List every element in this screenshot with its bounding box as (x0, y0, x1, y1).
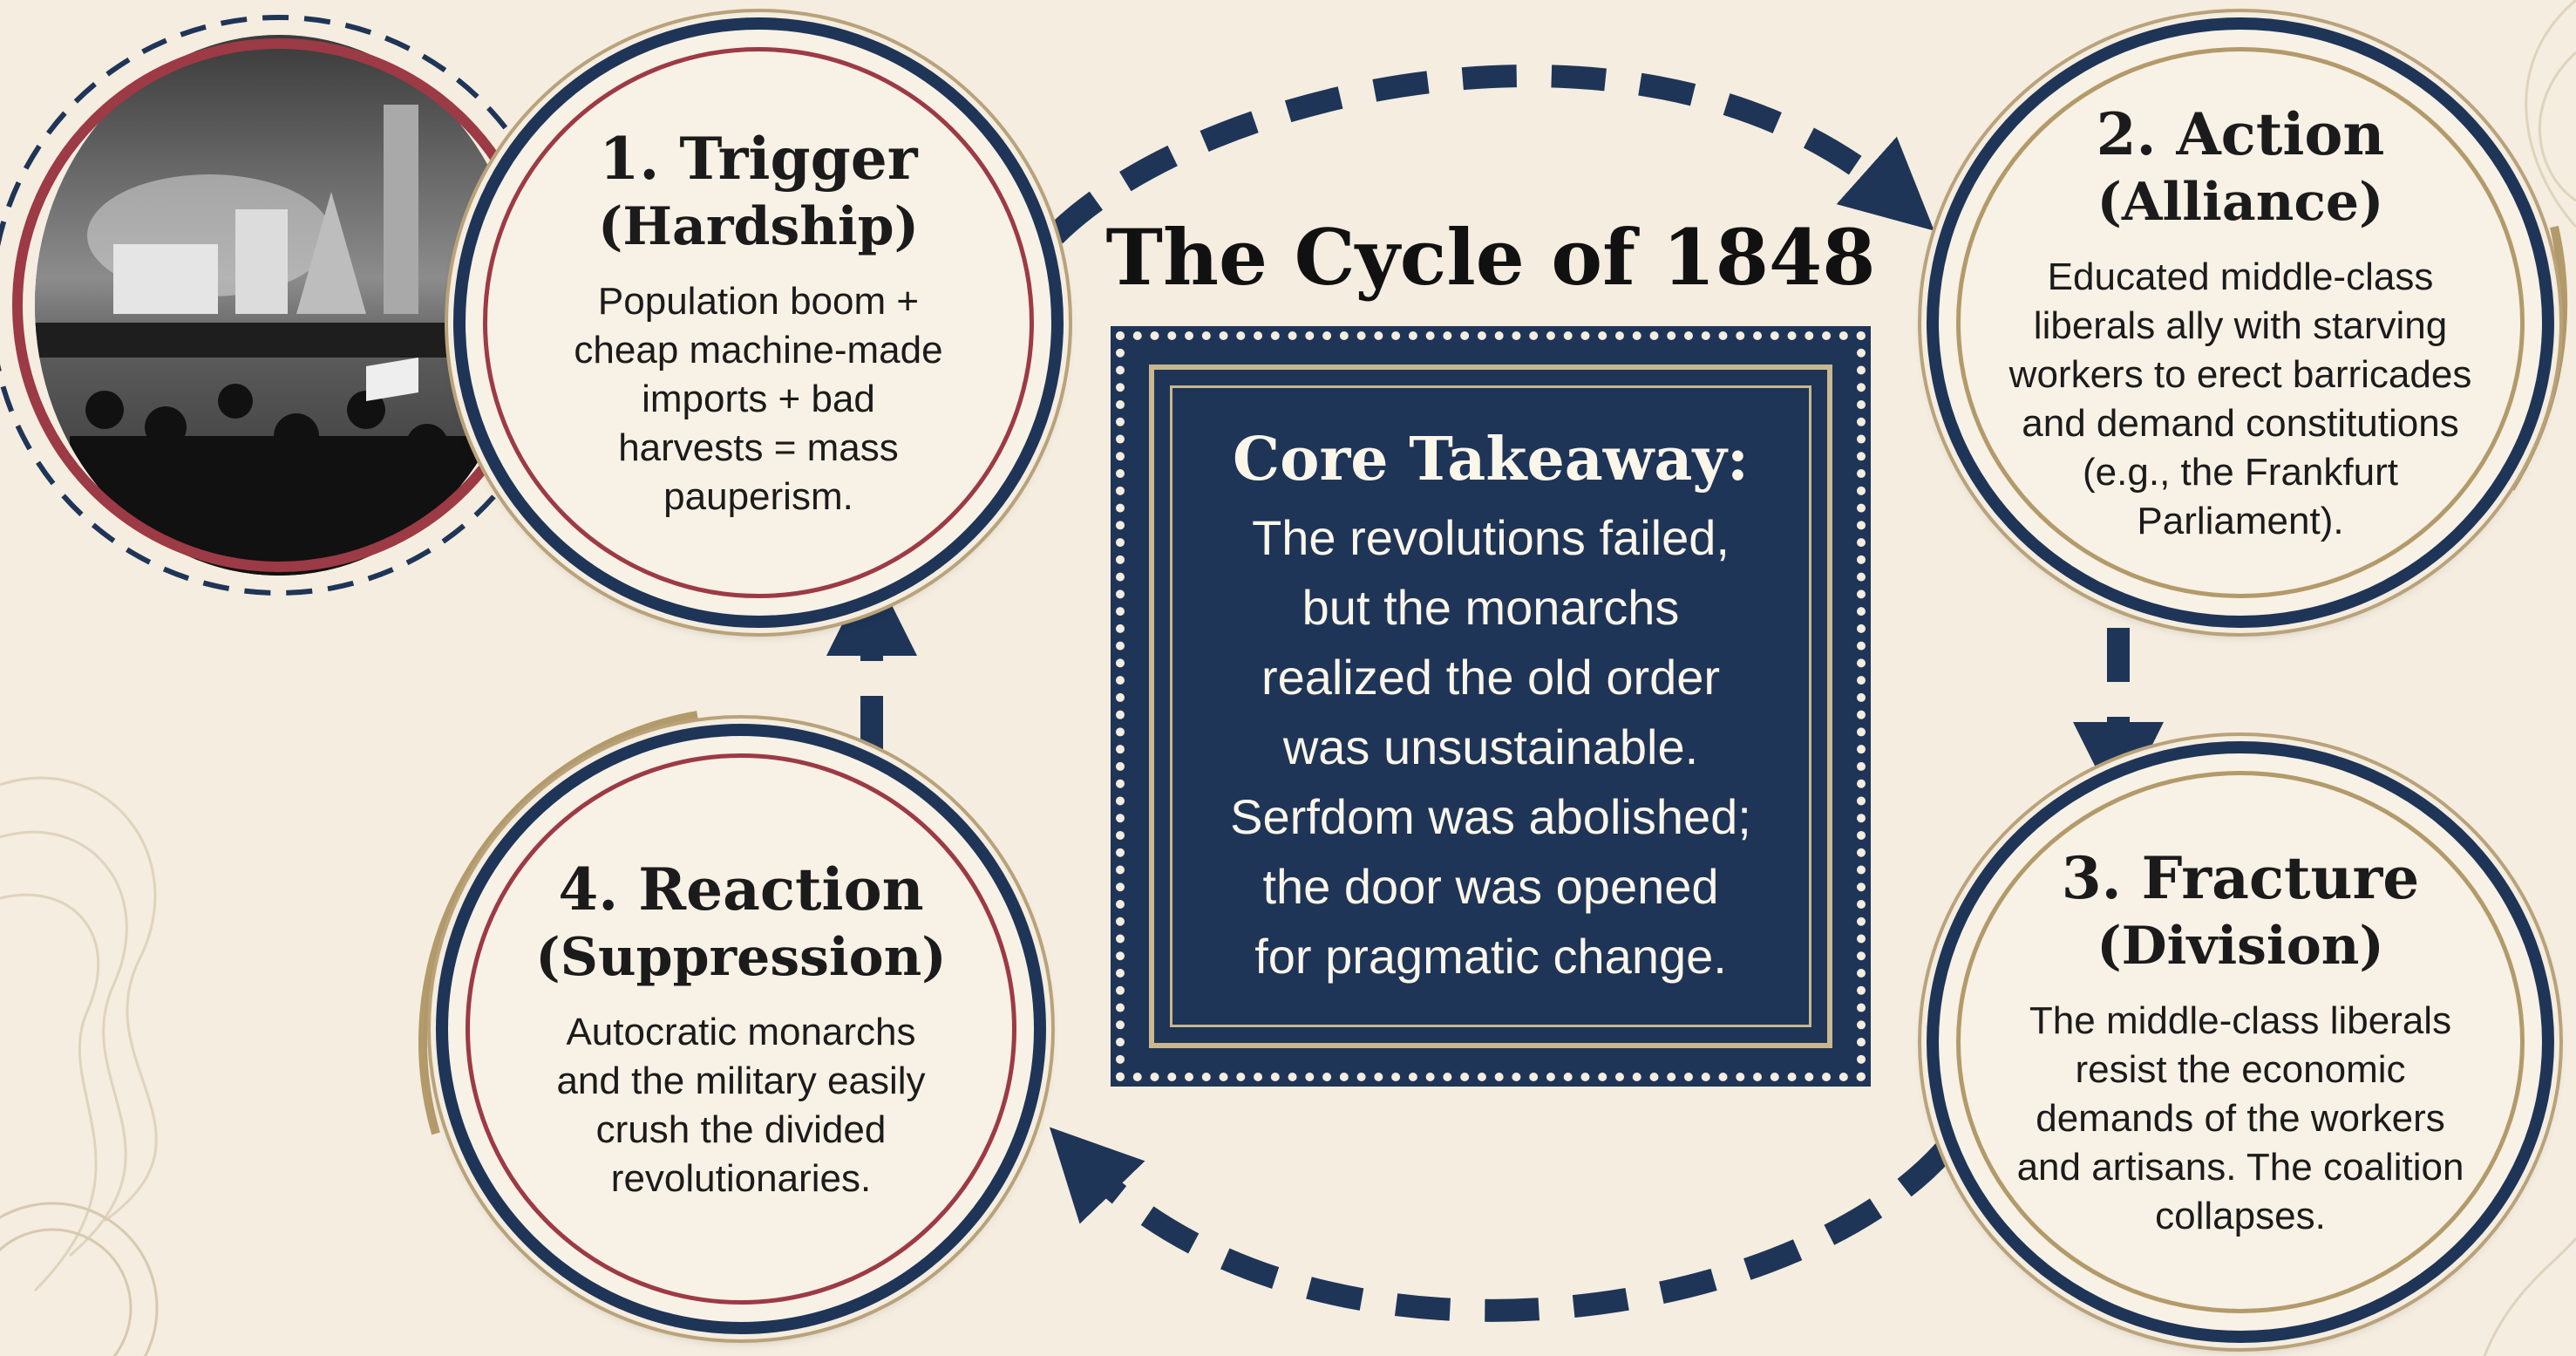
step-trigger-circle: 1. Trigger (Hardship) Population boom + … (453, 17, 1064, 628)
diagram-title: The Cycle of 1848 (1105, 212, 1876, 303)
compass-icon (0, 1202, 159, 1356)
core-takeaway-panel: Core Takeaway: The revolutions failed, b… (1111, 326, 1871, 1087)
revolution-engraving-image (35, 35, 523, 576)
step-subtitle: (Division) (2097, 916, 2384, 977)
step-description: Autocratic monarchs and the military eas… (556, 1011, 926, 1200)
step-fracture-circle: 3. Fracture (Division) The middle-class … (1927, 741, 2554, 1343)
step-title: 2. Action (2096, 100, 2385, 168)
step-title: 4. Reaction (558, 855, 924, 923)
step-subtitle: (Suppression) (535, 927, 947, 988)
step-reaction-circle: 4. Reaction (Suppression) Autocratic mon… (436, 724, 1046, 1334)
core-takeaway-text: The revolutions failed, but the monarchs… (1230, 510, 1751, 984)
core-takeaway-heading: Core Takeaway: (1232, 425, 1750, 494)
step-description: Educated middle-class liberals ally with… (2008, 256, 2472, 542)
step-title: 3. Fracture (2061, 844, 2420, 912)
step-subtitle: (Hardship) (597, 196, 920, 257)
step-action-circle: 2. Action (Alliance) Educated middle-cla… (1927, 17, 2554, 628)
step-subtitle: (Alliance) (2097, 172, 2384, 233)
step-description: Population boom + cheap machine-made imp… (574, 280, 943, 518)
step-description: The middle-class liberals resist the eco… (2016, 999, 2464, 1237)
step-title: 1. Trigger (599, 125, 918, 193)
